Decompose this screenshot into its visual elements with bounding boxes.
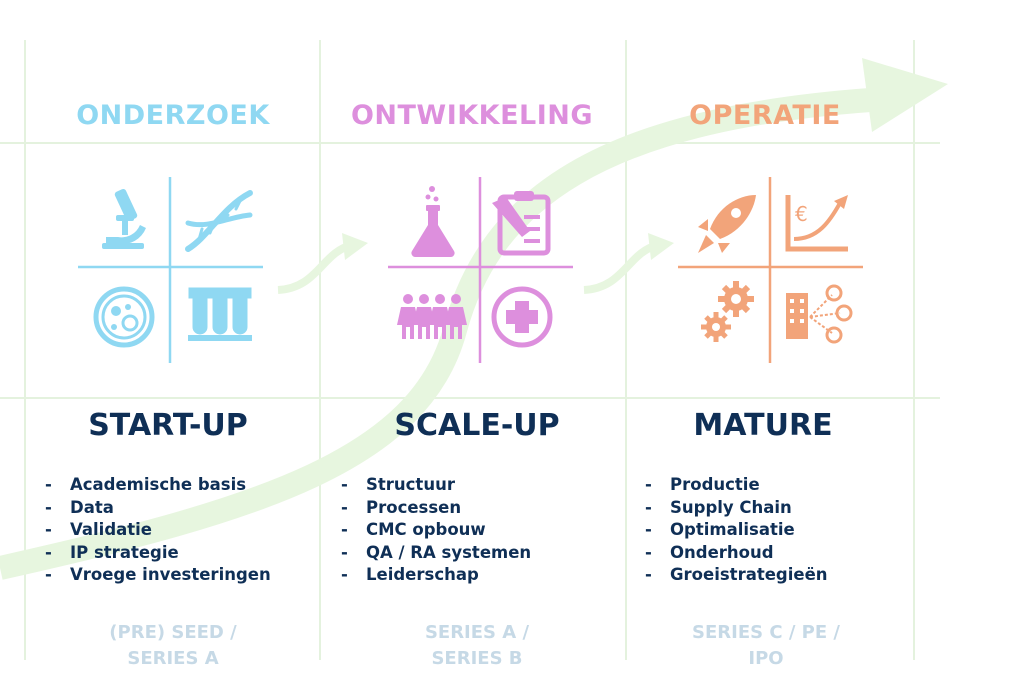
medical-cross-icon <box>491 286 553 348</box>
list-item-label: CMC opbouw <box>366 520 486 539</box>
list-bullet: - <box>341 565 348 584</box>
connector-arrow-2 <box>583 233 674 294</box>
list-bullet: - <box>45 475 52 494</box>
funding-line: SERIES A / <box>424 622 530 643</box>
funding-line: SERIES B <box>431 648 523 669</box>
list-item: -Onderhoud <box>645 542 828 565</box>
list-item: -Processen <box>341 497 531 520</box>
test-tubes-icon <box>188 287 252 341</box>
list-item-label: Validatie <box>70 520 152 539</box>
list-item: -CMC opbouw <box>341 519 531 542</box>
microscope-icon <box>102 188 146 249</box>
list-item-label: Leiderschap <box>366 565 479 584</box>
rocket-icon <box>698 195 756 253</box>
building-network-icon <box>786 284 853 344</box>
list-item-label: Processen <box>366 497 462 517</box>
list-item-label: Groeistrategieën <box>670 565 828 584</box>
funding-line: SERIES A <box>127 648 219 669</box>
list-item: -Data <box>45 497 271 520</box>
dna-icon <box>185 190 253 252</box>
column-title-onderzoek: ONDERZOEK <box>76 100 270 131</box>
connector-arrow-1 <box>277 233 368 294</box>
list-item-label: Optimalisatie <box>670 520 795 539</box>
list-item-label: IP strategie <box>70 542 179 562</box>
stage-title-start-up: START-UP <box>88 408 248 443</box>
funding-label-start-up: (PRE) SEED / SERIES A <box>63 620 283 672</box>
funding-line: IPO <box>748 648 784 669</box>
list-item-label: Academische basis <box>70 475 247 494</box>
list-bullet: - <box>645 520 652 539</box>
list-bullet: - <box>645 497 652 517</box>
list-bullet: - <box>645 475 652 494</box>
gears-icon <box>701 281 754 342</box>
mature-list: -Productie -Supply Chain -Optimalisatie … <box>645 474 828 587</box>
start-up-list: -Academische basis -Data -Validatie -IP … <box>45 474 271 587</box>
funding-line: (PRE) SEED / <box>109 622 237 643</box>
list-item-label: Vroege investeringen <box>70 565 271 584</box>
list-bullet: - <box>45 542 52 562</box>
icon-quad-onderzoek <box>78 177 263 363</box>
clipboard-icon <box>492 191 551 256</box>
list-bullet: - <box>341 475 348 494</box>
list-item-label: Supply Chain <box>670 497 792 517</box>
funding-label-scale-up: SERIES A / SERIES B <box>367 620 587 672</box>
list-bullet: - <box>645 542 652 562</box>
list-item: -Structuur <box>341 474 531 497</box>
list-bullet: - <box>45 497 52 517</box>
list-item-label: QA / RA systemen <box>366 542 532 562</box>
list-item: -Optimalisatie <box>645 519 828 542</box>
list-item-label: Onderhoud <box>670 542 774 562</box>
list-item: -Leiderschap <box>341 564 531 587</box>
list-bullet: - <box>341 542 348 562</box>
list-item: -QA / RA systemen <box>341 542 531 565</box>
list-bullet: - <box>45 565 52 584</box>
funding-line: SERIES C / PE / <box>692 622 840 643</box>
list-item: -Productie <box>645 474 828 497</box>
list-bullet: - <box>341 497 348 517</box>
svg-text:€: € <box>795 202 808 226</box>
list-bullet: - <box>645 565 652 584</box>
list-item-label: Structuur <box>366 475 455 494</box>
column-title-operatie: OPERATIE <box>689 100 841 131</box>
people-icon <box>397 294 467 339</box>
list-item: -IP strategie <box>45 542 271 565</box>
list-item: -Academische basis <box>45 474 271 497</box>
funding-label-mature: SERIES C / PE / IPO <box>656 620 876 672</box>
flask-icon <box>411 186 455 258</box>
icon-quad-operatie: € <box>678 177 863 363</box>
stage-title-scale-up: SCALE-UP <box>394 408 560 443</box>
euro-growth-chart-icon: € <box>785 195 848 252</box>
growth-arrow <box>0 58 948 580</box>
stage-title-mature: MATURE <box>693 408 833 443</box>
list-item-label: Productie <box>670 475 760 494</box>
list-item: -Supply Chain <box>645 497 828 520</box>
list-item: -Groeistrategieën <box>645 564 828 587</box>
petri-dish-icon <box>93 286 155 348</box>
list-item-label: Data <box>70 497 114 517</box>
list-item: -Validatie <box>45 519 271 542</box>
list-item: -Vroege investeringen <box>45 564 271 587</box>
list-bullet: - <box>341 520 348 539</box>
list-bullet: - <box>45 520 52 539</box>
scale-up-list: -Structuur -Processen -CMC opbouw -QA / … <box>341 474 531 587</box>
column-title-ontwikkeling: ONTWIKKELING <box>350 100 594 131</box>
icon-quad-ontwikkeling <box>388 177 573 363</box>
